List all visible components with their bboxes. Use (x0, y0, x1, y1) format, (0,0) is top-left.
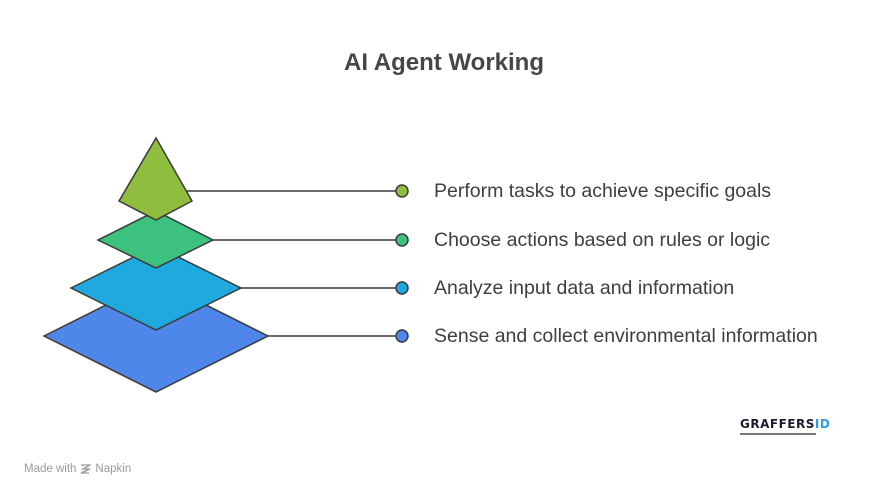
pyramid-layer-1 (117, 136, 194, 221)
level-label-1: Perform tasks to achieve specific goals (434, 180, 772, 202)
logo-underline (740, 433, 816, 435)
made-with-napkin: Made with Napkin (24, 463, 131, 475)
level-label-3: Analyze input data and information (434, 277, 735, 299)
pyramid-layer-2 (96, 210, 215, 269)
pyramid-layer-3 (69, 245, 243, 331)
napkin-icon (80, 464, 92, 474)
level-dot-3 (395, 281, 409, 295)
made-with-label: Made with (24, 463, 77, 475)
level-label-2: Choose actions based on rules or logic (434, 229, 771, 251)
logo-text-main: GRAFFERS (740, 417, 815, 431)
level-dot-1 (395, 184, 409, 198)
logo-text-accent: ID (814, 417, 831, 431)
level-dot-4 (395, 329, 409, 343)
level-dot-2 (395, 233, 409, 247)
level-label-4: Sense and collect environmental informat… (434, 325, 818, 347)
graffersid-logo: GRAFFERSID (740, 417, 830, 439)
diagram-title: AI Agent Working (344, 49, 544, 76)
napkin-brand-label: Napkin (95, 463, 132, 475)
